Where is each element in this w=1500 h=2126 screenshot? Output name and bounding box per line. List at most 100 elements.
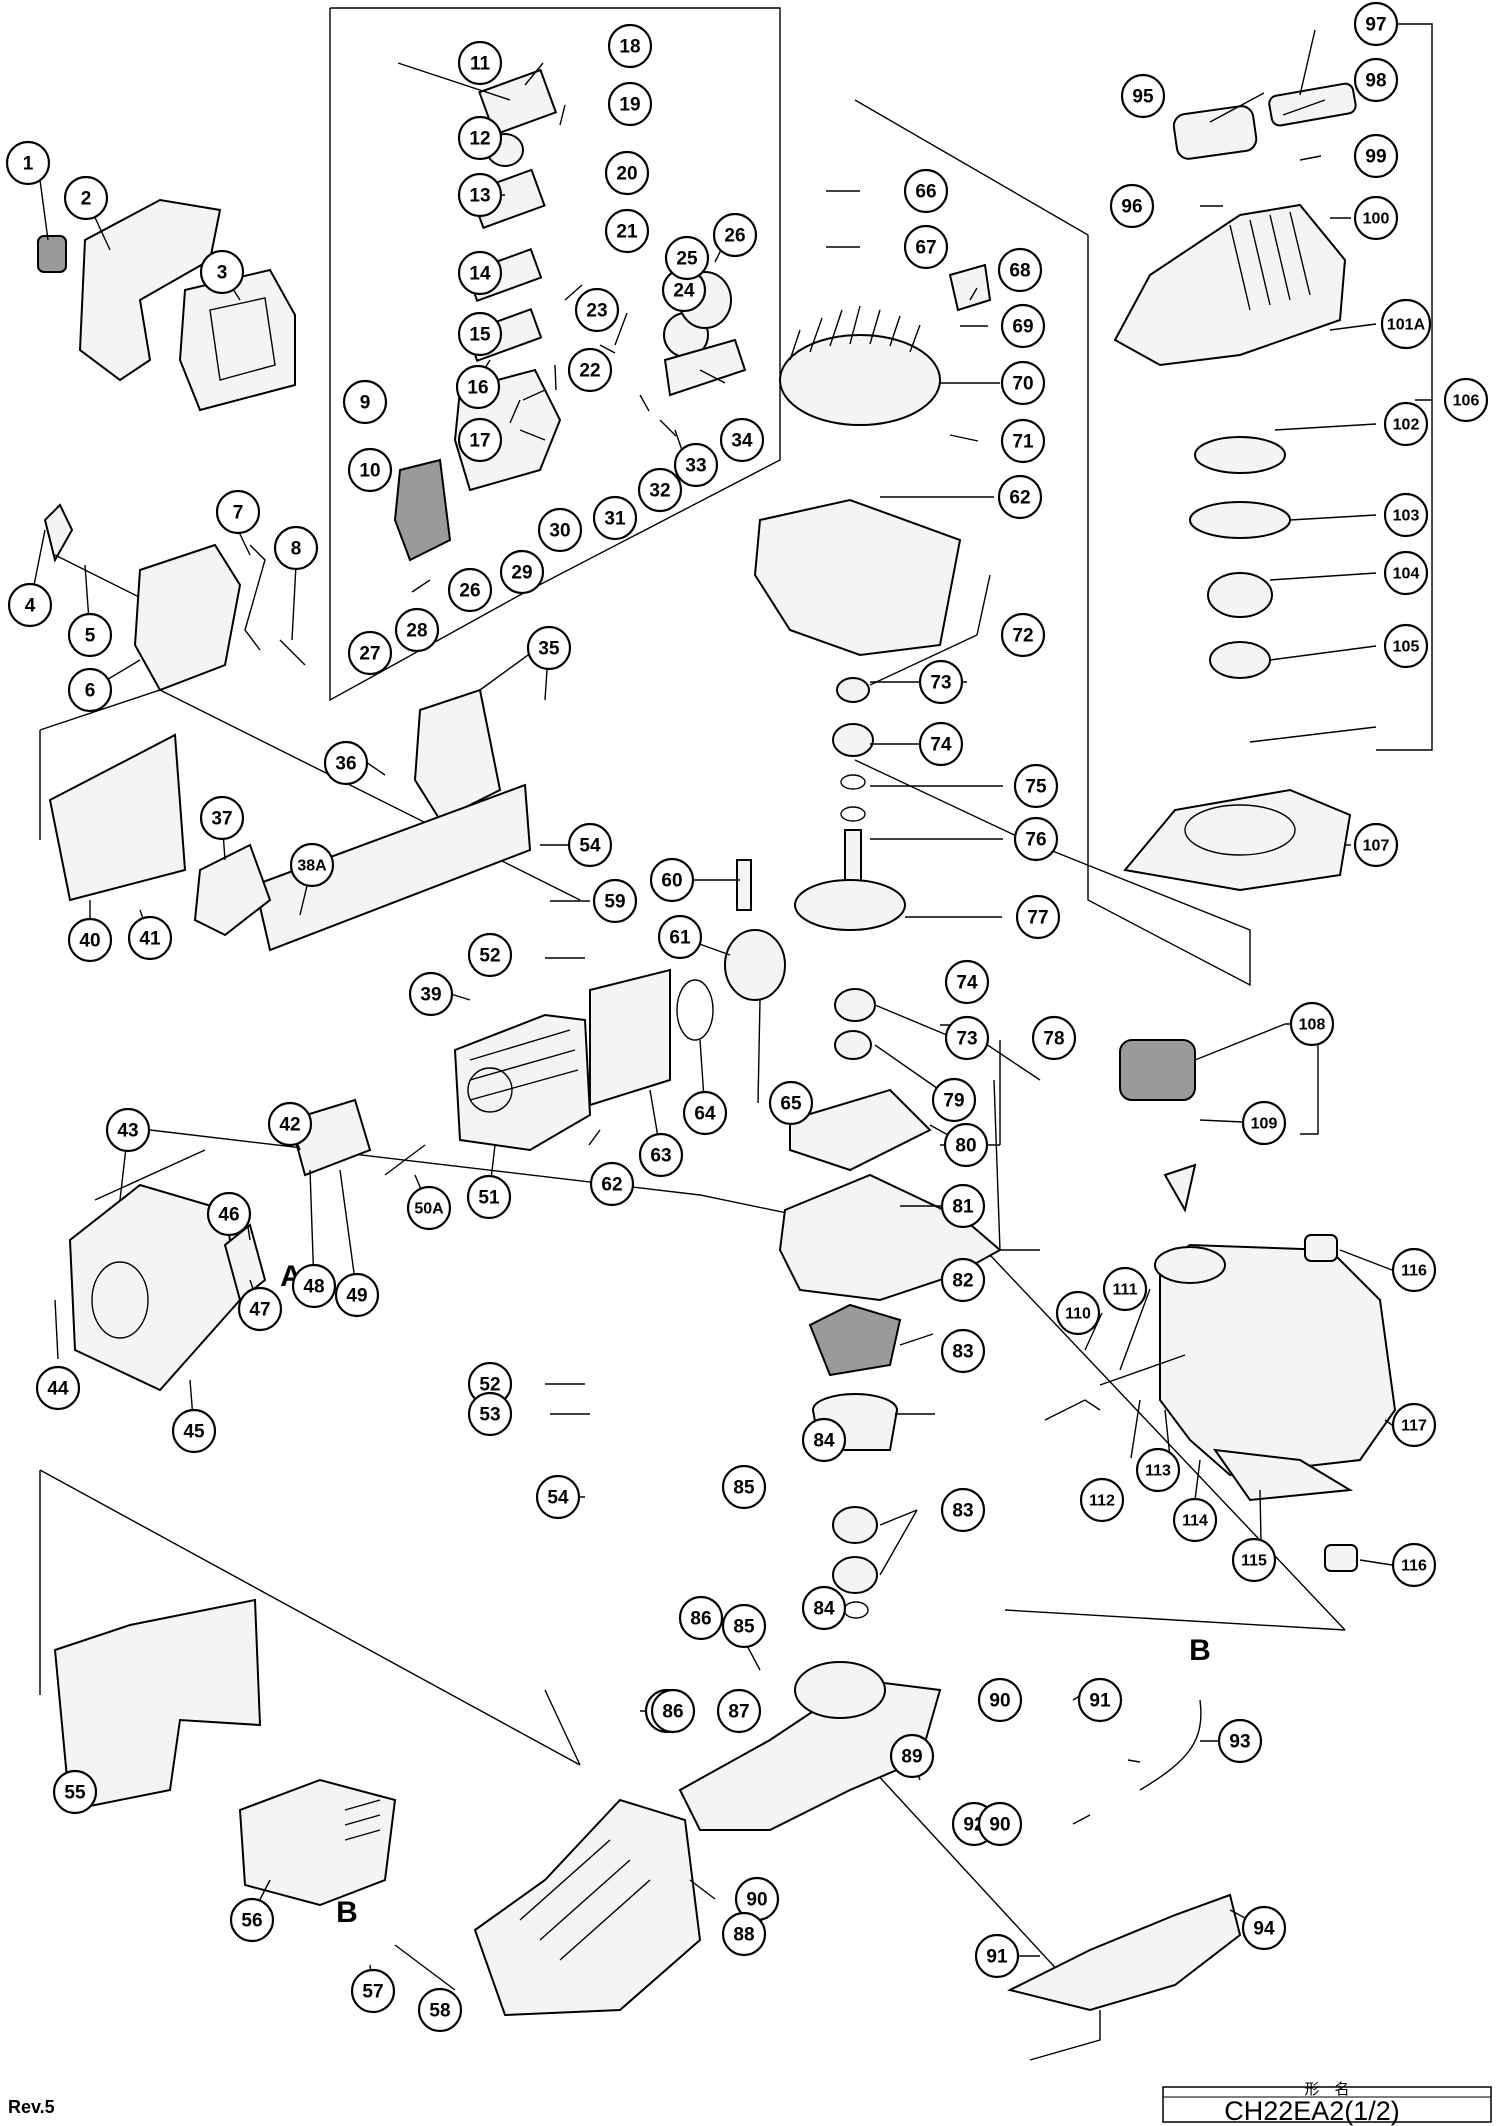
- callout-116: 116: [1391, 1247, 1437, 1293]
- callout-31: 31: [592, 495, 638, 541]
- callout-62-2: 62: [997, 474, 1043, 520]
- svg-text:55: 55: [64, 1783, 86, 1804]
- svg-text:78: 78: [1043, 1029, 1064, 1050]
- callout-109: 109: [1241, 1100, 1287, 1146]
- svg-text:62: 62: [1009, 488, 1030, 509]
- callout-82: 82: [940, 1257, 986, 1303]
- svg-text:59: 59: [604, 892, 625, 913]
- svg-text:112: 112: [1089, 1493, 1115, 1510]
- part-drawings: [37, 29, 1397, 2061]
- callout-40: 40: [67, 917, 113, 963]
- svg-text:51: 51: [478, 1188, 500, 1209]
- callout-34: 34: [719, 417, 765, 463]
- callout-90-2: 90: [977, 1801, 1023, 1847]
- svg-text:60: 60: [661, 871, 682, 892]
- svg-text:74: 74: [956, 973, 978, 994]
- callout-28: 28: [394, 607, 440, 653]
- svg-text:39: 39: [420, 985, 441, 1006]
- svg-text:56: 56: [241, 1911, 262, 1932]
- svg-text:99: 99: [1365, 147, 1386, 168]
- svg-text:67: 67: [915, 238, 936, 259]
- callout-87: 87: [716, 1688, 762, 1734]
- svg-text:105: 105: [1393, 639, 1420, 656]
- svg-text:110: 110: [1065, 1306, 1091, 1323]
- callout-86-2: 86: [650, 1688, 696, 1734]
- callout-62: 62: [589, 1161, 635, 1207]
- svg-text:31: 31: [604, 509, 626, 530]
- callout-52: 52: [467, 1361, 513, 1407]
- svg-text:81: 81: [952, 1197, 974, 1218]
- svg-text:91: 91: [986, 1947, 1008, 1968]
- svg-text:13: 13: [469, 186, 490, 207]
- callout-57: 57: [350, 1968, 396, 2014]
- svg-text:17: 17: [469, 431, 490, 452]
- callout-83-2: 83: [940, 1487, 986, 1533]
- ref-mark-b-bottom: B: [336, 1896, 358, 1929]
- svg-text:102: 102: [1393, 417, 1420, 434]
- svg-text:54: 54: [579, 836, 601, 857]
- callout-54-2: 54: [567, 822, 613, 868]
- callout-6: 6: [67, 667, 113, 713]
- callout-100: 100: [1353, 195, 1399, 241]
- callout-113: 113: [1135, 1447, 1181, 1493]
- svg-text:86: 86: [662, 1702, 683, 1723]
- callout-106: 106: [1443, 377, 1489, 423]
- callout-81: 81: [940, 1183, 986, 1229]
- svg-text:26: 26: [459, 581, 480, 602]
- svg-text:103: 103: [1393, 508, 1420, 525]
- svg-text:33: 33: [685, 456, 706, 477]
- svg-text:64: 64: [694, 1104, 716, 1125]
- callout-24: 24: [661, 267, 707, 313]
- callout-60: 60: [649, 857, 695, 903]
- callout-74: 74: [918, 721, 964, 767]
- svg-text:84: 84: [813, 1599, 835, 1620]
- ref-mark-b-top: B: [1189, 1634, 1211, 1667]
- svg-text:9: 9: [360, 393, 371, 414]
- callout-17: 17: [457, 417, 503, 463]
- callout-32: 32: [637, 467, 683, 513]
- svg-text:45: 45: [183, 1422, 205, 1443]
- revision-label: Rev.5: [8, 2097, 55, 2117]
- svg-text:76: 76: [1025, 830, 1046, 851]
- svg-text:14: 14: [469, 264, 491, 285]
- svg-text:90: 90: [989, 1815, 1010, 1836]
- svg-text:90: 90: [746, 1890, 767, 1911]
- svg-text:36: 36: [335, 754, 356, 775]
- svg-text:63: 63: [650, 1146, 671, 1167]
- svg-text:73: 73: [956, 1029, 977, 1050]
- svg-text:54: 54: [547, 1488, 569, 1509]
- callout-51: 51: [466, 1174, 512, 1220]
- svg-text:80: 80: [955, 1136, 976, 1157]
- callout-55: 55: [52, 1769, 98, 1815]
- callout-25: 25: [664, 235, 710, 281]
- callout-86: 86: [678, 1595, 724, 1641]
- callout-90: 90: [734, 1876, 780, 1922]
- svg-text:23: 23: [586, 301, 607, 322]
- svg-text:28: 28: [406, 621, 427, 642]
- callout-47: 47: [237, 1286, 283, 1332]
- callout-93: 93: [1217, 1718, 1263, 1764]
- svg-text:47: 47: [249, 1300, 270, 1321]
- svg-text:73: 73: [930, 673, 951, 694]
- callout-94: 94: [1241, 1905, 1287, 1951]
- svg-text:74: 74: [930, 735, 952, 756]
- title-block: 形 名 CH22EA2(1/2): [1162, 2080, 1492, 2126]
- svg-text:42: 42: [279, 1115, 300, 1136]
- svg-text:83: 83: [952, 1501, 973, 1522]
- svg-text:113: 113: [1145, 1463, 1171, 1480]
- svg-text:21: 21: [616, 222, 638, 243]
- svg-text:30: 30: [549, 521, 570, 542]
- callout-5: 5: [67, 612, 113, 658]
- svg-text:18: 18: [619, 37, 640, 58]
- callout-88-2: 88: [721, 1911, 767, 1957]
- svg-text:72: 72: [1012, 626, 1033, 647]
- svg-text:116: 116: [1401, 1263, 1427, 1280]
- callout-96: 96: [1109, 183, 1155, 229]
- callout-13: 13: [457, 172, 503, 218]
- svg-text:7: 7: [233, 503, 244, 524]
- callout-49: 49: [334, 1272, 380, 1318]
- svg-text:12: 12: [469, 129, 490, 150]
- svg-text:117: 117: [1401, 1418, 1427, 1435]
- callout-10: 10: [347, 447, 393, 493]
- callout-73: 73: [918, 659, 964, 705]
